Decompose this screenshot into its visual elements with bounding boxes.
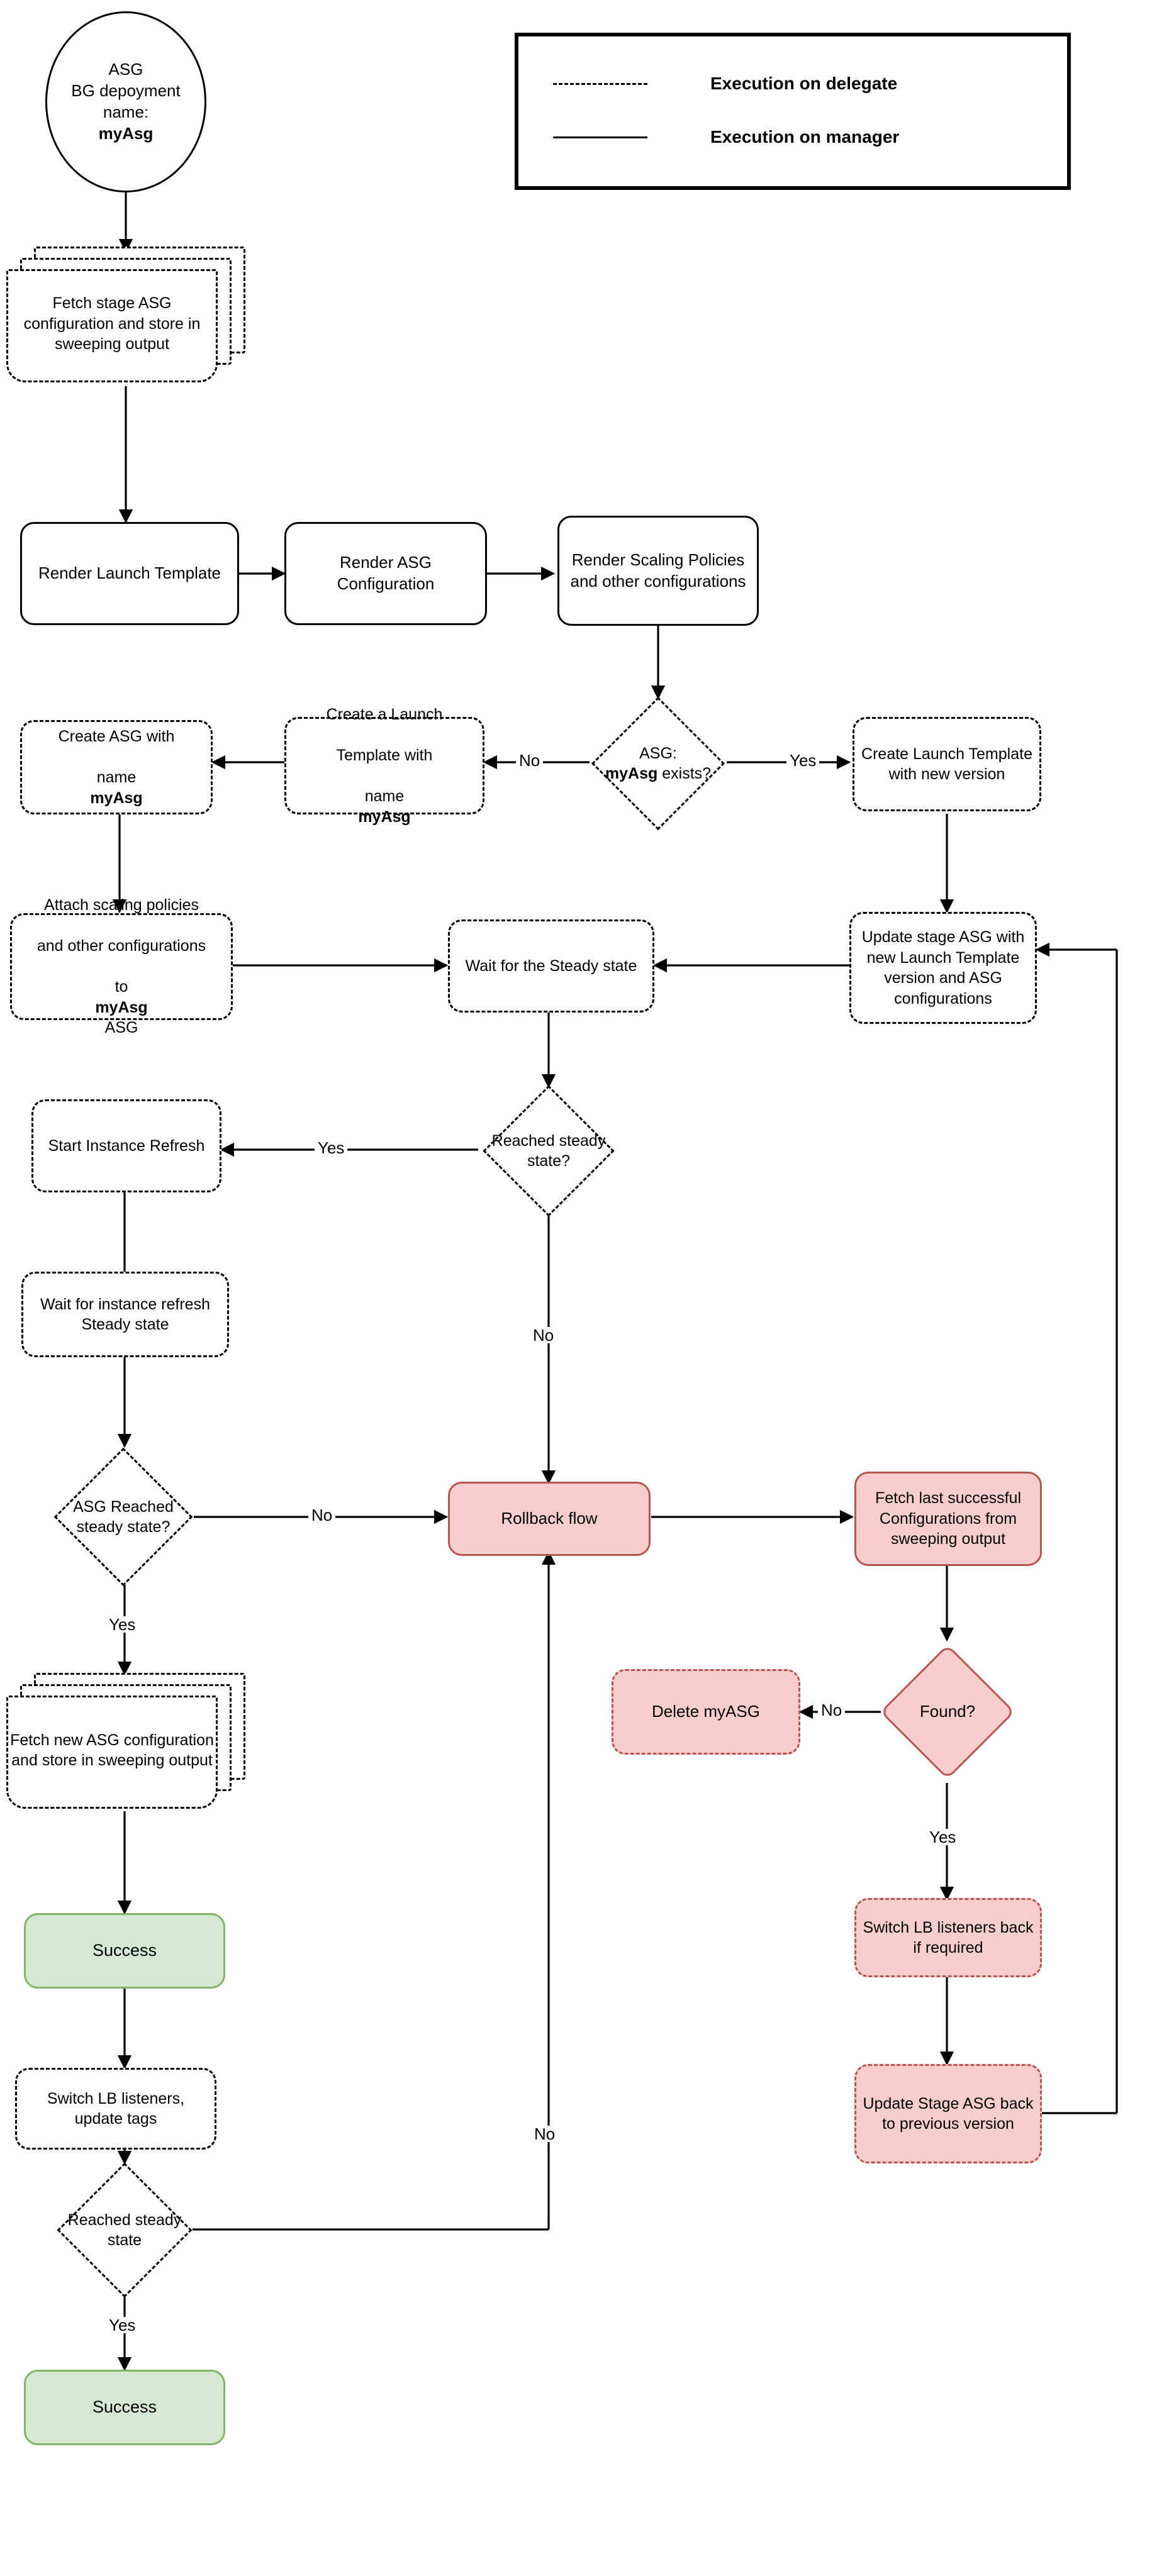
node-update-stage-asg[interactable]: Update stage ASG with new Launch Templat… — [849, 912, 1037, 1024]
legend-row-delegate: Execution on delegate — [553, 71, 1031, 96]
node-fetch-stage-asg-config[interactable]: Fetch stage ASG configuration and store … — [6, 247, 245, 391]
node-wait-instance-refresh[interactable]: Wait for instance refresh Steady state — [21, 1272, 229, 1357]
node-start[interactable]: ASG BG depoyment name: myAsg — [45, 11, 206, 192]
start-line-3: name: myAsg — [98, 103, 154, 143]
legend-row-manager: Execution on manager — [553, 125, 1031, 150]
edge-label-asg-reached-yes: Yes — [106, 1616, 139, 1633]
node-create-launch-template-new-version[interactable]: Create Launch Template with new version — [853, 717, 1041, 811]
edge-label-asg-exists-no: No — [516, 752, 544, 769]
edge-label-found-no: No — [818, 1702, 846, 1718]
edge-label-bottom-steady-yes: Yes — [106, 2317, 139, 2333]
node-render-asg-configuration[interactable]: Render ASG Configuration — [284, 522, 487, 625]
node-render-scaling-policies[interactable]: Render Scaling Policies and other config… — [557, 516, 759, 626]
legend-label-delegate: Execution on delegate — [710, 74, 898, 93]
reached-steady-label: Reached steady state? — [491, 1131, 606, 1170]
node-create-asg-myasg[interactable]: Create ASG with name myAsg — [20, 720, 213, 814]
document-sheet-front-2 — [6, 1696, 218, 1809]
node-update-stage-asg-back[interactable]: Update Stage ASG back to previous versio… — [854, 2064, 1042, 2163]
fetch-stage-asg-label: Fetch stage ASG configuration and store … — [23, 294, 201, 353]
node-rollback-flow[interactable]: Rollback flow — [448, 1482, 651, 1556]
edge-label-reached-steady-no: No — [530, 1327, 557, 1343]
legend-box: Execution on delegate Execution on manag… — [515, 33, 1071, 190]
legend-solid-line-icon — [553, 136, 647, 138]
node-found-decision[interactable]: Found? — [880, 1640, 1015, 1784]
edge-label-bottom-steady-no: No — [531, 2126, 559, 2142]
edge-label-asg-reached-no: No — [308, 1507, 336, 1523]
node-render-launch-template[interactable]: Render Launch Template — [20, 522, 239, 625]
start-line-2: BG depoyment — [71, 81, 181, 101]
node-success-lower[interactable]: Success — [24, 2370, 225, 2445]
node-switch-lb-listeners-back[interactable]: Switch LB listeners back if required — [854, 1898, 1042, 1977]
node-reached-steady-state-decision[interactable]: Reached steady state? — [478, 1085, 619, 1217]
node-fetch-new-asg-config[interactable]: Fetch new ASG configuration and store in… — [6, 1673, 245, 1818]
asg-exists-label: ASG: myAsg exists? — [605, 744, 712, 783]
node-reached-steady-bottom-decision[interactable]: Reached steady state — [52, 2162, 198, 2298]
node-switch-lb-update-tags[interactable]: Switch LB listeners, update tags — [15, 2068, 216, 2150]
reached-steady-bottom-label: Reached steady state — [67, 2211, 182, 2250]
found-label: Found? — [919, 1702, 976, 1721]
asg-reached-steady-label: ASG Reached steady state? — [73, 1497, 174, 1536]
edge-label-reached-steady-yes: Yes — [315, 1140, 348, 1156]
node-success-upper[interactable]: Success — [24, 1913, 225, 1989]
node-fetch-last-successful-configs[interactable]: Fetch last successful Configurations fro… — [854, 1472, 1042, 1566]
document-sheet-front — [6, 269, 218, 382]
fetch-new-asg-label: Fetch new ASG configuration and store in… — [10, 1731, 214, 1770]
legend-label-manager: Execution on manager — [710, 127, 900, 147]
node-start-instance-refresh[interactable]: Start Instance Refresh — [31, 1099, 221, 1192]
node-asg-reached-steady-decision[interactable]: ASG Reached steady state? — [50, 1446, 196, 1587]
node-wait-steady-state[interactable]: Wait for the Steady state — [448, 919, 654, 1013]
edge-label-asg-exists-yes: Yes — [786, 752, 820, 769]
edge-label-found-yes: Yes — [926, 1829, 959, 1845]
start-line-1: ASG — [108, 60, 143, 79]
node-delete-myasg[interactable]: Delete myASG — [612, 1669, 800, 1755]
legend-dashed-line-icon — [553, 82, 647, 85]
node-attach-scaling-policies[interactable]: Attach scaling policies and other config… — [10, 896, 233, 1036]
node-asg-exists-decision[interactable]: ASG: myAsg exists? — [585, 696, 731, 831]
node-create-launch-template-myasg[interactable]: Create a Launch Template with name myAsg — [284, 706, 484, 826]
